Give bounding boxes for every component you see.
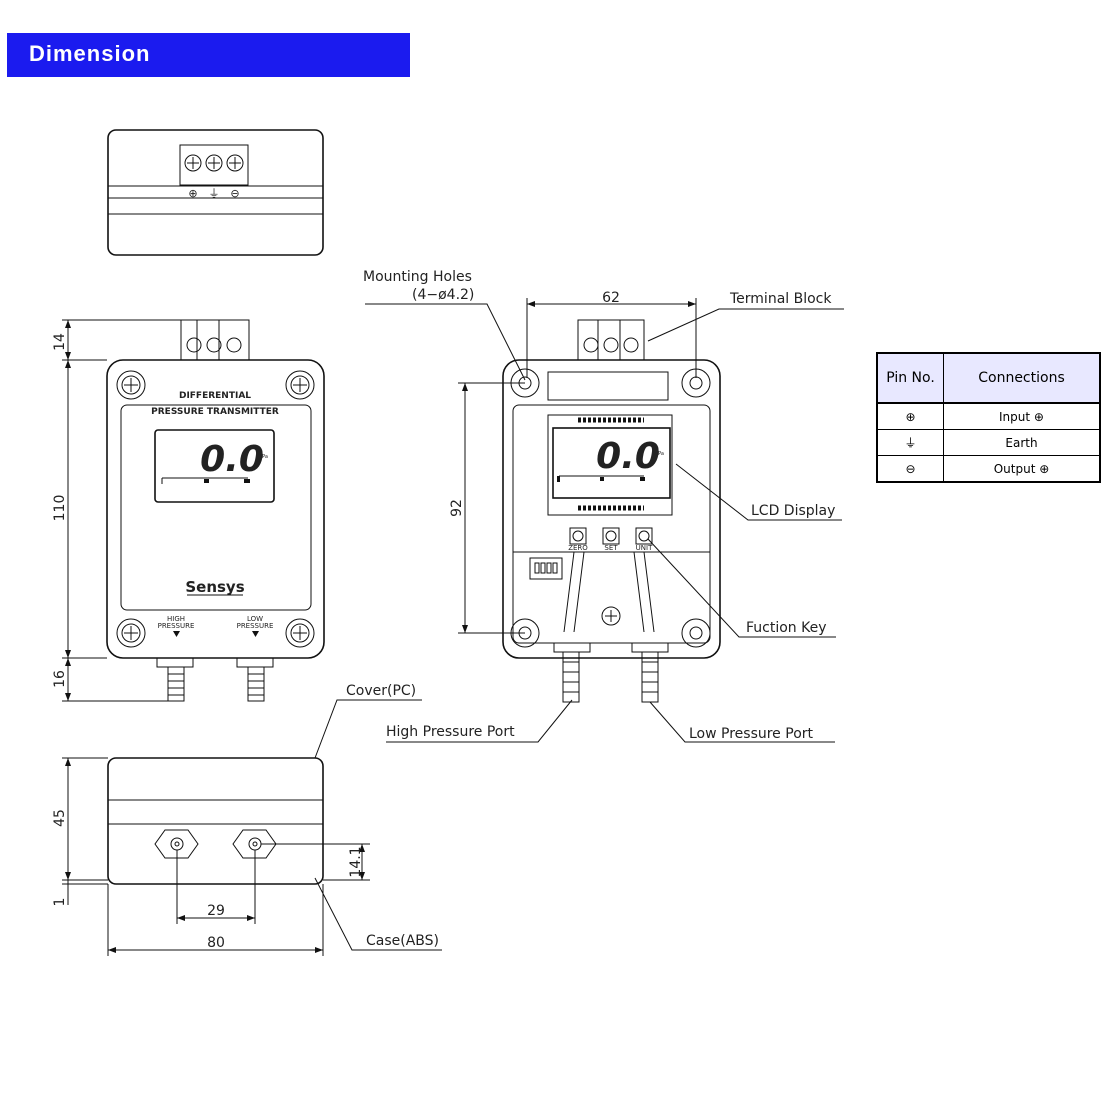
side-dim-base: 1 (52, 898, 68, 907)
callout-case: Case(ABS) (366, 933, 439, 949)
side-dim-port-spacing: 29 (207, 903, 225, 919)
high-port-label-2: PRESSURE (158, 622, 195, 630)
front-title-line2: PRESSURE TRANSMITTER (151, 407, 279, 417)
zero-key-label: ZERO (568, 544, 588, 552)
inner-hole-br (681, 618, 711, 648)
side-view: 45 1 14.1 29 80 (52, 757, 370, 956)
pin-cell: ⊕ (876, 402, 944, 430)
connections-header: Connections (943, 352, 1101, 404)
set-key-label: SET (604, 544, 618, 552)
terminal-screw-2 (205, 154, 223, 172)
side-dim-height: 45 (52, 809, 68, 827)
front-dim-top: 14 (52, 333, 68, 351)
terminal-symbol-minus: ⊖ (230, 187, 239, 200)
pin-no-header: Pin No. (876, 352, 944, 404)
front-dim-height: 110 (52, 495, 68, 522)
dip-switch (529, 557, 563, 580)
inner-lcd-unit: Pa (658, 451, 664, 457)
mounting-hole-tl (116, 370, 146, 400)
callout-lcd-display: LCD Display (751, 503, 835, 519)
front-lcd-unit: Pa (262, 454, 268, 460)
front-title-line1: DIFFERENTIAL (179, 391, 251, 401)
terminal-symbol-plus: ⊕ (188, 187, 197, 200)
mounting-hole-br (285, 618, 315, 648)
section-header-banner: Dimension (7, 33, 410, 77)
inner-dim-width: 62 (602, 290, 620, 306)
terminal-symbol-earth: ⏚ (209, 187, 220, 200)
pin-connection-table: Pin No. Connections ⊕ Input ⊕ ⏚ Earth ⊖ … (876, 352, 1101, 483)
mounting-hole-tr (285, 370, 315, 400)
terminal-screw-3 (226, 154, 244, 172)
callout-high-pressure-port: High Pressure Port (386, 724, 515, 740)
callouts: Mounting Holes (4−ø4.2) Terminal Block L… (314, 269, 844, 951)
inner-dim-height: 92 (449, 499, 465, 517)
brand-logo: Sensys (185, 578, 244, 596)
callout-low-pressure-port: Low Pressure Port (689, 726, 814, 742)
top-view: ⊕ ⏚ ⊖ (107, 129, 324, 256)
high-port-label-1: HIGH (167, 615, 185, 623)
callout-mounting-holes-2: (4−ø4.2) (412, 287, 474, 303)
connection-cell: Output ⊕ (943, 455, 1101, 483)
callout-terminal-block: Terminal Block (729, 291, 832, 307)
front-lcd-value: 0.0 (200, 439, 264, 480)
inner-view: 0.0 Pa ZERO SET UNIT 62 (449, 290, 721, 703)
section-title: Dimension (29, 41, 151, 66)
callout-function-key: Fuction Key (746, 620, 827, 636)
unit-key-label: UNIT (636, 544, 653, 552)
set-key[interactable] (602, 527, 620, 545)
table-row: ⏚ Earth (876, 429, 1101, 456)
table-row: ⊕ Input ⊕ (876, 402, 1101, 430)
mounting-hole-bl (116, 618, 146, 648)
callout-mounting-holes-1: Mounting Holes (363, 269, 472, 285)
side-dim-width: 80 (207, 935, 225, 951)
low-port-label-1: LOW (247, 615, 263, 623)
inner-lcd-value: 0.0 (596, 436, 660, 477)
terminal-screw-1 (184, 154, 202, 172)
pin-cell: ⏚ (876, 429, 944, 456)
front-view: DIFFERENTIAL PRESSURE TRANSMITTER 0.0 Pa… (52, 319, 325, 702)
unit-key[interactable] (635, 527, 653, 545)
zero-key[interactable] (569, 527, 587, 545)
low-port-label-2: PRESSURE (237, 622, 274, 630)
table-row: ⊖ Output ⊕ (876, 455, 1101, 483)
callout-cover: Cover(PC) (346, 683, 416, 699)
connection-cell: Earth (943, 429, 1101, 456)
side-dim-port-height: 14.1 (348, 846, 364, 877)
front-dim-bottom: 16 (52, 670, 68, 688)
connection-cell: Input ⊕ (943, 402, 1101, 430)
pin-cell: ⊖ (876, 455, 944, 483)
